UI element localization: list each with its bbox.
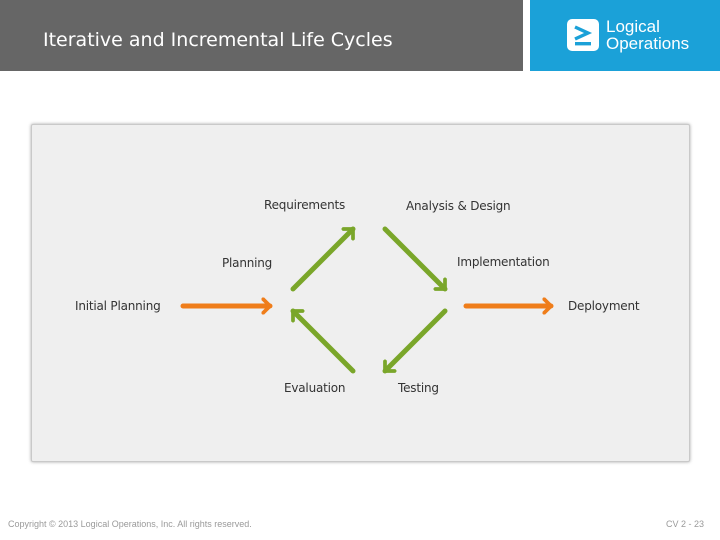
implementation-to-testing-arrow [382, 308, 448, 374]
slide-number: CV 2 - 23 [666, 519, 705, 529]
logo-line-2: Operations [606, 34, 690, 53]
label-requirements: Requirements [264, 198, 346, 212]
logo: Logical Operations [530, 0, 720, 71]
logo-line-1: Logical [606, 17, 660, 36]
header-bar: Iterative and Incremental Life Cycles [0, 0, 523, 71]
planning-to-requirements-arrow [290, 226, 356, 292]
evaluation-to-planning-arrow [290, 308, 356, 374]
analysis-to-implementation-arrow [382, 226, 448, 292]
label-testing: Testing [398, 381, 439, 395]
label-implementation: Implementation [457, 255, 550, 269]
slide-title: Iterative and Incremental Life Cycles [43, 29, 393, 51]
label-initial-planning: Initial Planning [75, 299, 161, 313]
copyright-notice: Copyright © 2013 Logical Operations, Inc… [8, 519, 252, 529]
label-analysis-design: Analysis & Design [406, 199, 511, 213]
logical-operations-logo-icon [567, 19, 599, 51]
label-planning: Planning [222, 256, 273, 270]
diagram-panel [31, 124, 690, 462]
logo-wordmark: Logical Operations [606, 18, 689, 52]
label-evaluation: Evaluation [284, 381, 346, 395]
label-deployment: Deployment [568, 299, 640, 313]
